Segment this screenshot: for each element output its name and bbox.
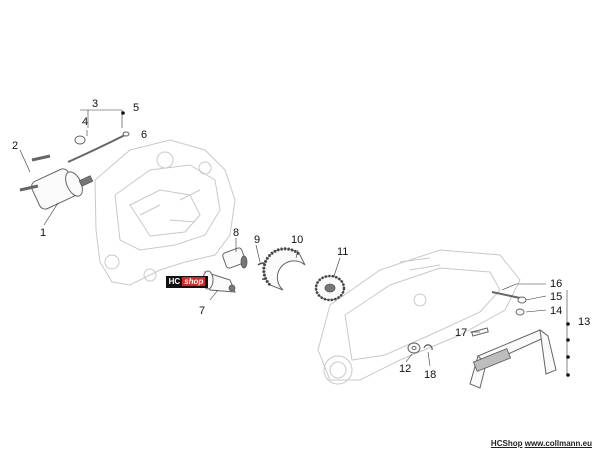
callout-8: 8 (233, 227, 239, 239)
callout-17: 17 (455, 327, 467, 339)
callout-7: 7 (199, 305, 205, 317)
callout-15: 15 (550, 291, 562, 303)
callout-1: 1 (40, 227, 46, 239)
callout-12: 12 (399, 363, 411, 375)
callout-10: 10 (291, 234, 303, 246)
kick-lever-part (469, 291, 557, 389)
reference-dots (121, 111, 570, 377)
pinion-part (222, 247, 248, 269)
logo-hc-text: HC (168, 277, 181, 286)
footer-url[interactable]: www.collmann.eu (524, 439, 592, 448)
footer-credit: HCShop www.collmann.eu (491, 439, 592, 448)
callout-16: 16 (550, 278, 562, 290)
callout-numbers: 1 2 3 4 5 6 7 8 9 10 11 12 13 14 15 16 1… (12, 98, 590, 381)
cable-part (67, 131, 130, 163)
washer-part (407, 342, 433, 354)
callout-3: 3 (92, 98, 98, 110)
callout-6: 6 (141, 129, 147, 141)
callout-5: 5 (133, 102, 139, 114)
leader-lines (19, 109, 568, 375)
callout-13: 13 (578, 316, 590, 328)
transmission-cover-outline (317, 249, 521, 385)
callout-11: 11 (337, 246, 348, 258)
starter-motor-part (31, 168, 94, 210)
callout-14: 14 (550, 305, 562, 317)
crankcase-outline (94, 139, 236, 286)
callout-2: 2 (12, 140, 18, 152)
bolts-part (19, 154, 51, 192)
callout-18: 18 (424, 369, 436, 381)
callout-9: 9 (254, 234, 260, 246)
footer-brand: HCShop (490, 439, 523, 448)
logo-shop-text: shop (182, 277, 206, 286)
gear-wheel-part (314, 274, 346, 302)
callout-4: 4 (82, 116, 88, 128)
gear-sector-part (262, 247, 306, 291)
